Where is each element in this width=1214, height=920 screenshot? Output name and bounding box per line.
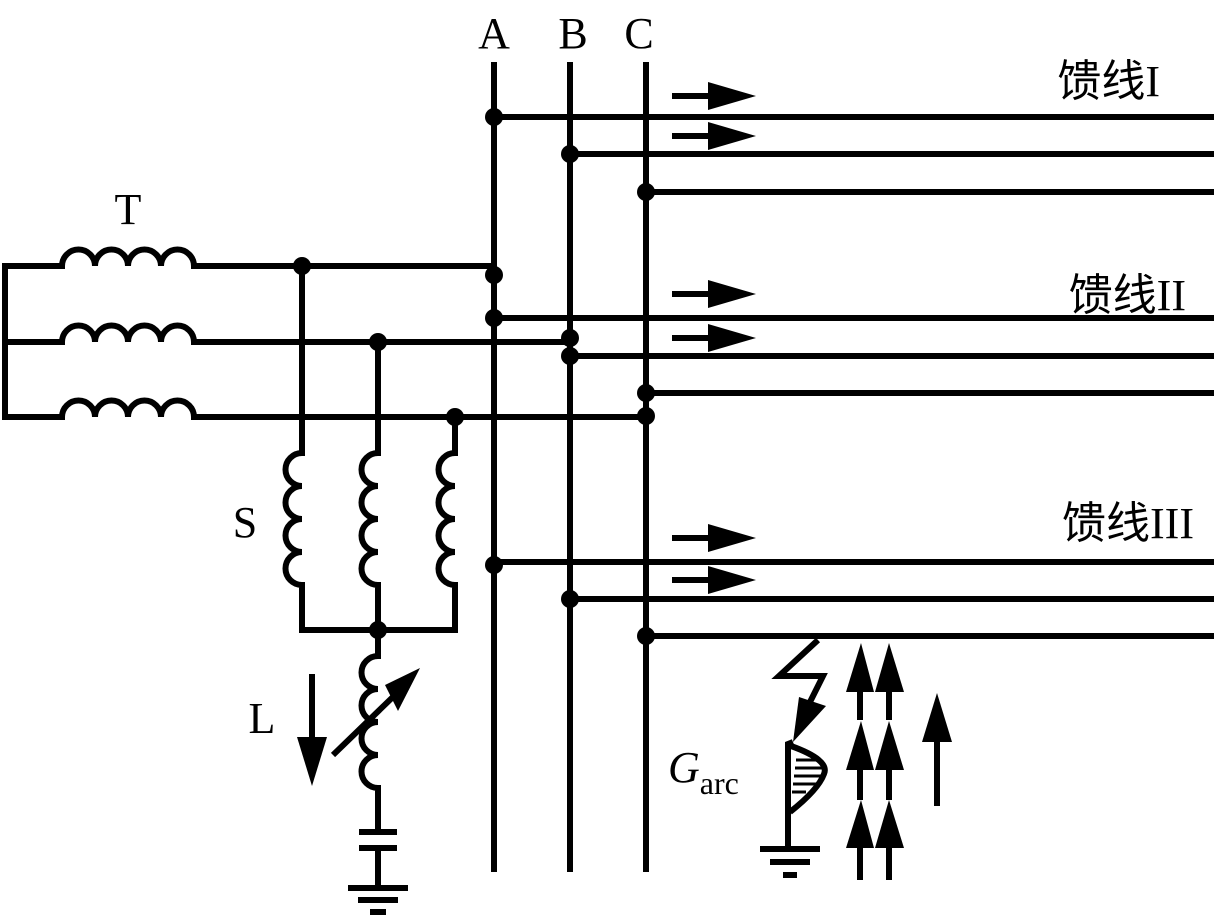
- grounding-transformer-s: [282, 266, 458, 639]
- grounding-transformer-label: S: [233, 498, 257, 547]
- ground-icon: [348, 885, 408, 915]
- arc-fault: Garc: [668, 637, 828, 878]
- junction-dot: [561, 145, 579, 163]
- feeder-2-label: 馈线II: [1069, 271, 1186, 320]
- junction-dot: [637, 384, 655, 402]
- transformer-t: [2, 246, 655, 426]
- bus-label-c: C: [624, 9, 653, 58]
- fault-label-sub: arc: [700, 765, 739, 801]
- transformer-label: T: [115, 185, 142, 234]
- arrow-right-icon: [672, 82, 756, 110]
- feeder-3: 馈线III: [485, 499, 1214, 645]
- arrow-down-icon: [297, 674, 327, 786]
- ground-icon: [760, 846, 820, 878]
- junction-dot: [637, 627, 655, 645]
- junction-dot: [485, 266, 503, 284]
- adjustable-arrow-icon: [330, 668, 420, 758]
- s-winding-1: [282, 266, 305, 630]
- arc-suppression-coil: [330, 630, 420, 915]
- bus-label-a: A: [478, 9, 510, 58]
- arrow-right-icon: [672, 122, 756, 150]
- junction-dot: [485, 309, 503, 327]
- arrow-up-icon: [846, 643, 874, 880]
- arrow-up-icon: [922, 693, 952, 806]
- arrow-right-icon: [672, 524, 756, 552]
- s-winding-3: [435, 417, 458, 630]
- junction-dot: [561, 347, 579, 365]
- junction-dot: [637, 407, 655, 425]
- junction-dot: [637, 183, 655, 201]
- arrow-right-icon: [672, 324, 756, 352]
- arrow-up-icon: [875, 643, 904, 880]
- junction-dot: [561, 590, 579, 608]
- arc-waveform-icon: [788, 743, 828, 815]
- arrow-right-icon: [672, 280, 756, 308]
- arrow-right-icon: [672, 566, 756, 594]
- s-winding-2: [358, 342, 381, 630]
- arc-suppression-coil-label: L: [249, 694, 276, 743]
- feeder-2: 馈线II: [485, 271, 1214, 402]
- feeder-3-label: 馈线III: [1062, 499, 1194, 548]
- transformer-winding-3: [2, 397, 646, 420]
- fault-label: Garc: [668, 743, 739, 801]
- fault-label-main: G: [668, 743, 700, 792]
- bus-label-b: B: [558, 9, 587, 58]
- junction-dot: [485, 556, 503, 574]
- junction-dot: [485, 108, 503, 126]
- transformer-winding-2: [2, 322, 570, 345]
- transformer-winding-1: [2, 246, 494, 269]
- junction-dot: [561, 329, 579, 347]
- feeder-1: 馈线I: [485, 57, 1214, 201]
- lightning-icon: [771, 637, 828, 708]
- capacitive-current-arrows: [846, 643, 952, 880]
- feeder-1-label: 馈线I: [1057, 57, 1160, 106]
